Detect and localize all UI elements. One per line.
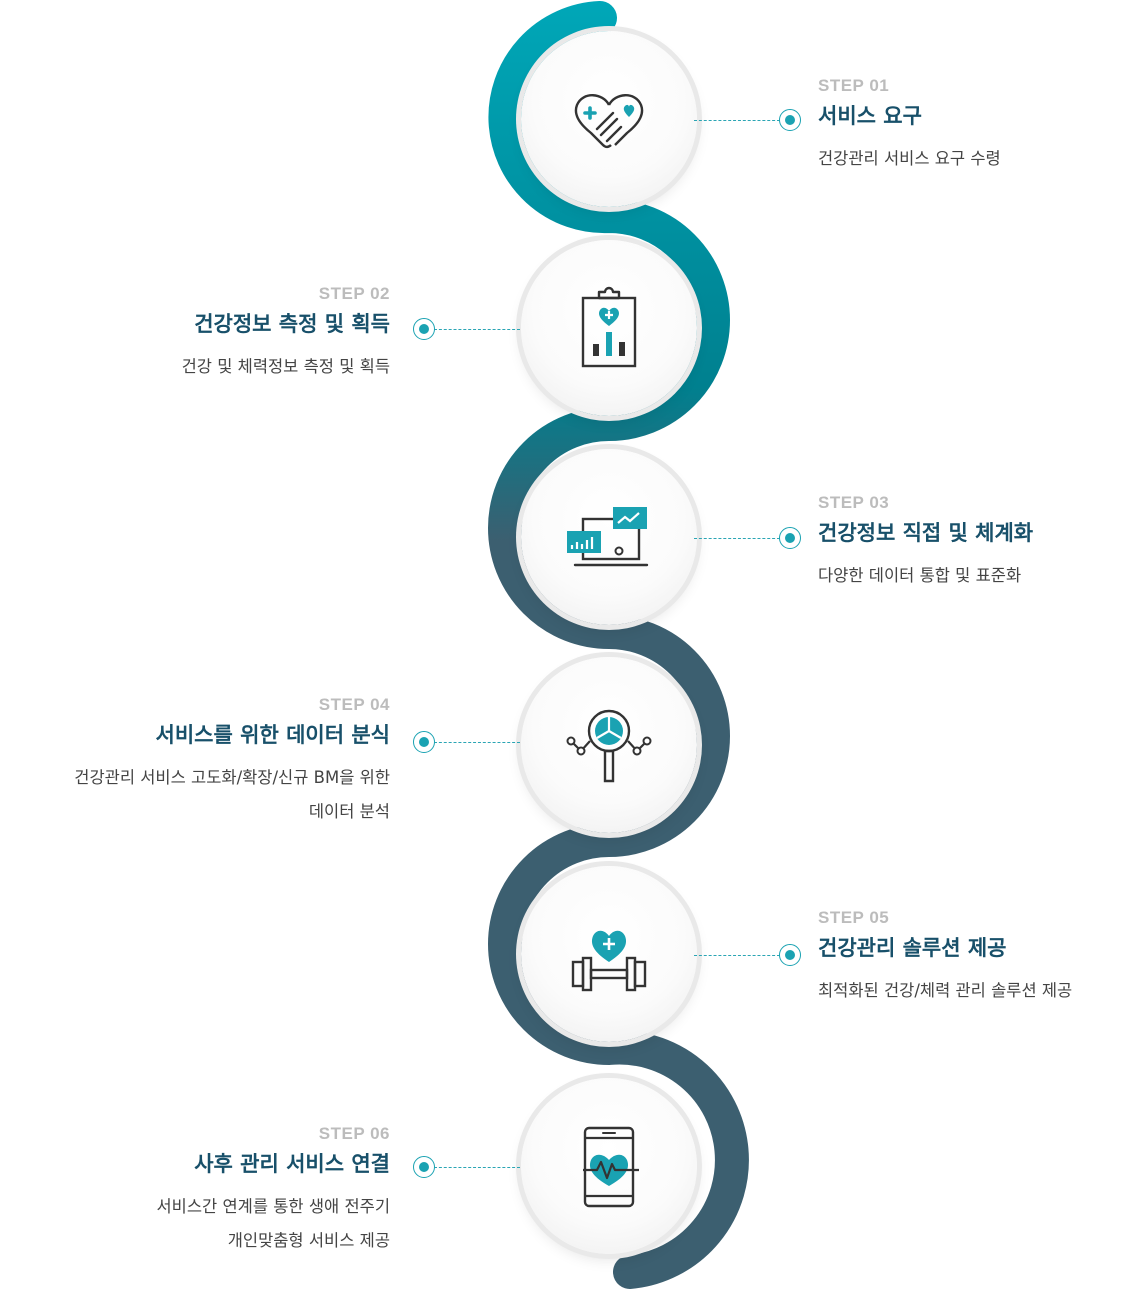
step-6-title: 사후 관리 서비스 연결 [194, 1152, 390, 1176]
step-1-number: STEP 01 [818, 76, 890, 95]
step-6-icon-circle [521, 1078, 697, 1254]
step-3-icon-circle [521, 449, 697, 625]
step-1-description: 건강관리 서비스 요구 수령 [818, 149, 1001, 168]
step-5-text: STEP 05 건강관리 솔루션 제공 최적화된 건강/체력 관리 솔루션 제공 [818, 908, 1072, 1008]
step-6-connector [434, 1167, 520, 1168]
step-5-number: STEP 05 [818, 908, 890, 927]
step-5-dot [779, 944, 801, 966]
step-1-title: 서비스 요구 [818, 104, 922, 128]
step-3-title: 건강정보 직접 및 체계화 [818, 521, 1034, 545]
step-1-text: STEP 01 서비스 요구 건강관리 서비스 요구 수령 [818, 76, 1001, 176]
magnifier-network-icon [566, 709, 652, 783]
step-5-connector [694, 955, 780, 956]
step-1-icon-circle [521, 31, 697, 207]
dumbbell-heart-icon [571, 930, 647, 992]
step-3-text: STEP 03 건강정보 직접 및 체계화 다양한 데이터 통합 및 표준화 [818, 493, 1033, 593]
step-2-title: 건강정보 측정 및 획득 [194, 312, 390, 336]
step-3-number: STEP 03 [818, 493, 890, 512]
computer-analytics-icon [567, 507, 649, 567]
clipboard-chart-icon [581, 286, 637, 368]
step-4-connector [434, 742, 520, 743]
phone-heartbeat-icon [583, 1126, 639, 1208]
step-1-dot [779, 109, 801, 131]
step-2-connector [434, 329, 520, 330]
step-6-number: STEP 06 [318, 1124, 390, 1143]
step-3-dot [779, 527, 801, 549]
handshake-heart-icon [574, 94, 644, 149]
step-2-icon-circle [521, 240, 697, 416]
step-1-connector [694, 120, 780, 121]
step-5-title: 건강관리 솔루션 제공 [818, 936, 1007, 960]
step-3-description: 다양한 데이터 통합 및 표준화 [818, 566, 1022, 585]
step-2-text: STEP 02 건강정보 측정 및 획득 건강 및 체력정보 측정 및 획득 [182, 284, 390, 384]
step-4-icon-circle [521, 657, 697, 833]
step-4-number: STEP 04 [318, 695, 390, 714]
step-4-text: STEP 04 서비스를 위한 데이터 분식 건강관리 서비스 고도화/확장/신… [74, 695, 390, 829]
step-4-title: 서비스를 위한 데이터 분식 [155, 723, 390, 747]
step-5-description: 최적화된 건강/체력 관리 솔루션 제공 [818, 981, 1073, 1000]
step-2-number: STEP 02 [318, 284, 390, 303]
step-2-description: 건강 및 체력정보 측정 및 획득 [181, 357, 390, 376]
step-2-dot [413, 318, 435, 340]
step-3-connector [694, 538, 780, 539]
step-4-dot [413, 731, 435, 753]
step-5-icon-circle [521, 866, 697, 1042]
step-6-dot [413, 1156, 435, 1178]
